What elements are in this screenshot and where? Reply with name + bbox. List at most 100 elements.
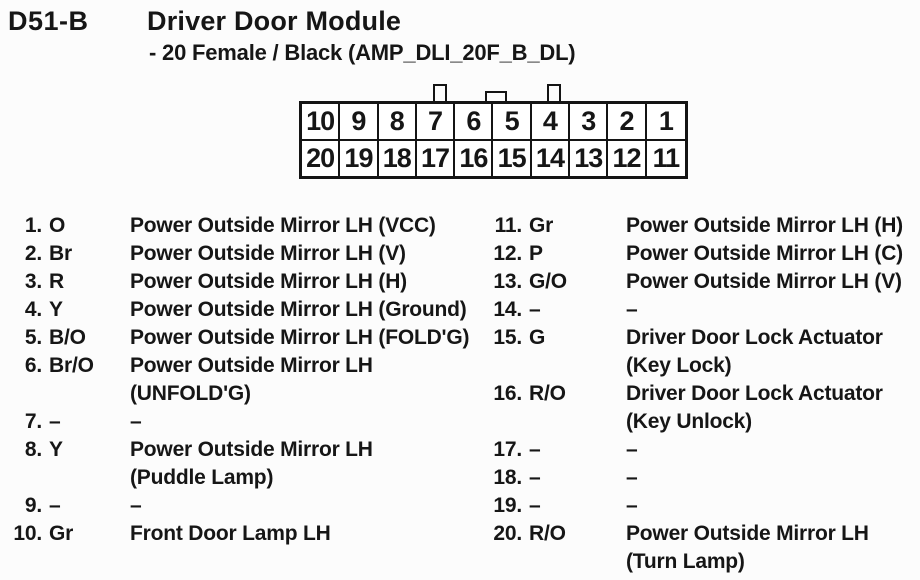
pin-head: 18.– — [488, 464, 626, 492]
pin-description-line: Power Outside Mirror LH (H) — [130, 270, 407, 293]
pin-head: 16.R/O — [488, 380, 626, 408]
pin-row-17: 17.–– — [488, 436, 918, 464]
pin-cell-10: 10 — [302, 104, 341, 141]
pin-description: Power Outside Mirror LH (Ground) — [130, 296, 480, 324]
pin-cell-1: 1 — [646, 104, 685, 141]
pin-cell-17: 17 — [417, 141, 456, 176]
wire-color-code: Br — [49, 242, 72, 265]
pin-head: 17.– — [488, 436, 626, 464]
pin-description: – — [626, 464, 918, 492]
pin-cell-9: 9 — [340, 104, 379, 141]
pin-description: Power Outside Mirror LH (H) — [626, 212, 918, 240]
pin-number: 2. — [24, 242, 42, 265]
pin-head: 14.– — [488, 296, 626, 324]
wire-color-code: – — [529, 438, 541, 461]
pin-head: 19.– — [488, 492, 626, 520]
pin-head: 10.Gr — [8, 520, 130, 548]
pin-head: 20.R/O — [488, 520, 626, 548]
pin-number: 8. — [24, 438, 42, 461]
pin-description-line: (Key Lock) — [626, 354, 732, 377]
pin-cell-11: 11 — [652, 143, 681, 173]
pin-row-19: 19.–– — [488, 492, 918, 520]
wire-color-code: – — [529, 494, 541, 517]
pin-description-line: (UNFOLD'G) — [130, 382, 251, 405]
pin-cell-2: 2 — [608, 104, 647, 141]
pin-description: – — [130, 492, 480, 520]
pin-row-9: 9.–– — [8, 492, 480, 520]
pin-cell-19: 19 — [340, 141, 379, 176]
pin-cell-3: 3 — [570, 104, 609, 141]
pin-description: Power Outside Mirror LH (UNFOLD'G) — [130, 352, 480, 408]
pin-description: – — [130, 408, 480, 436]
pin-description-line: – — [626, 298, 638, 321]
pin-description-line: Power Outside Mirror LH (C) — [626, 242, 903, 265]
pin-number: 14. — [493, 298, 522, 321]
pin-description-line: Power Outside Mirror LH (H) — [626, 214, 903, 237]
pin-head: 13. G/O — [488, 268, 626, 296]
connector-key-tab-left — [433, 84, 447, 104]
pin-cell-6: 6 — [455, 104, 494, 141]
pin-description: Driver Door Lock Actuator(Key Unlock) — [626, 380, 918, 436]
wire-color-code: R — [49, 270, 64, 293]
pin-number: 18. — [493, 466, 522, 489]
pin-number: 13. — [493, 270, 522, 293]
pin-description-line: Power Outside Mirror LH (Ground) — [130, 298, 467, 321]
pin-description-line: Power Outside Mirror LH — [130, 438, 373, 461]
wire-color-code: Gr — [529, 214, 554, 237]
wire-color-code: – — [49, 494, 61, 517]
pin-description: Power Outside Mirror LH (V) — [626, 268, 918, 296]
pin-description-line: Power Outside Mirror LH — [626, 522, 869, 545]
pin-cell-18: 18 — [379, 141, 417, 176]
pin-row-3: 3. R Power Outside Mirror LH (H) — [8, 268, 480, 296]
pin-cell-8: 8 — [378, 104, 417, 141]
pin-description-line: – — [626, 466, 638, 489]
wire-color-code: R/O — [529, 522, 566, 545]
pin-number: 3. — [24, 270, 42, 293]
pin-head: 9.– — [8, 492, 130, 520]
wire-color-code: – — [49, 410, 61, 433]
pin-description-line: Power Outside Mirror LH (VCC) — [130, 214, 436, 237]
pin-description-line: – — [130, 494, 142, 517]
pin-cell-7: 7 — [416, 104, 456, 141]
pin-description: – — [626, 296, 918, 324]
pin-description-line: – — [626, 494, 638, 517]
pin-head: 15.G — [488, 324, 626, 352]
pin-number: 7. — [24, 410, 42, 433]
pin-head: 6.Br/O — [8, 352, 130, 380]
pin-cell-5: 5 — [493, 104, 532, 141]
connector-subtitle: - 20 Female / Black (AMP_DLI_20F_B_DL) — [149, 40, 576, 65]
pin-description: Power Outside Mirror LH (C) — [626, 240, 918, 268]
pin-number: 12. — [493, 242, 522, 265]
pin-number: 15. — [493, 326, 522, 349]
pin-description-line: Power Outside Mirror LH — [130, 354, 373, 377]
pin-description: Driver Door Lock Actuator(Key Lock) — [626, 324, 918, 380]
wire-color-code: R/O — [529, 382, 566, 405]
pin-description-line: Front Door Lamp LH — [130, 522, 331, 545]
pin-head: 7.– — [8, 408, 130, 436]
pin-row-13: 13. G/O Power Outside Mirror LH (V) — [488, 268, 918, 296]
pin-cell-15: 15 — [493, 141, 532, 176]
wire-color-code: G/O — [529, 270, 567, 293]
pin-description: – — [626, 492, 918, 520]
wire-color-code: – — [529, 466, 541, 489]
pin-row-18: 18.–– — [488, 464, 918, 492]
pin-description: Power Outside Mirror LH (FOLD'G) — [130, 324, 480, 352]
wire-color-code: B/O — [49, 326, 86, 349]
pin-number: 17. — [493, 438, 522, 461]
connector-key-tab-right — [547, 84, 561, 104]
connector-key-tab-middle — [485, 91, 507, 104]
pin-description: Power Outside Mirror LH(Turn Lamp) — [626, 520, 918, 576]
